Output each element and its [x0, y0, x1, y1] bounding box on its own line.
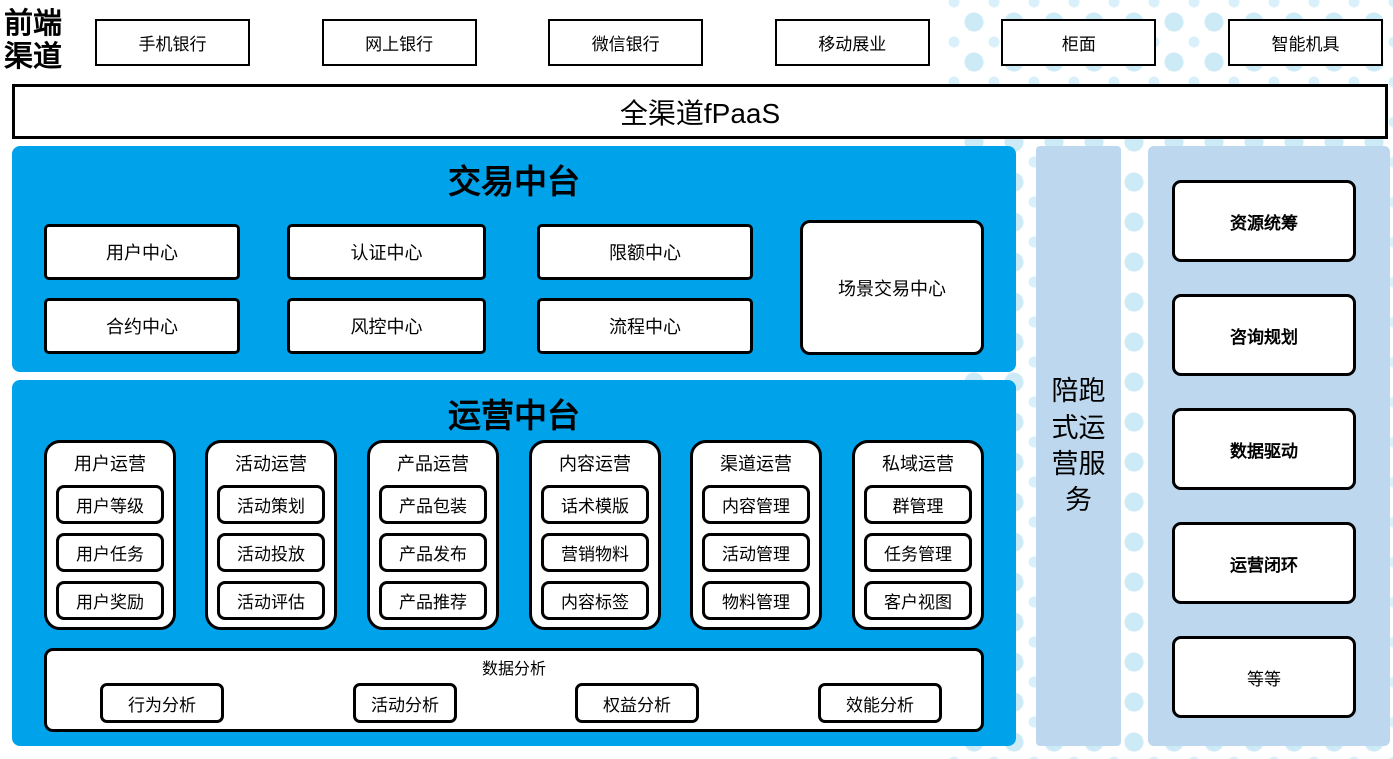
ops-column-title: 产品运营	[397, 454, 469, 474]
ops-item: 活动管理	[702, 533, 810, 572]
channel-box-mobile-banking: 手机银行	[95, 19, 250, 66]
ops-column-title: 内容运营	[559, 454, 631, 474]
ops-platform-title: 运营中台	[448, 399, 580, 435]
service-box-resource-planning: 资源统筹	[1172, 180, 1356, 262]
ops-item: 话术模版	[541, 485, 649, 524]
box-risk-center: 风控中心	[287, 298, 486, 354]
box-auth-center: 认证中心	[287, 224, 486, 280]
data-analysis-title: 数据分析	[481, 661, 546, 678]
analysis-box-rights: 权益分析	[575, 683, 699, 723]
ops-item: 客户视图	[864, 581, 972, 620]
service-bar: 陪跑式运营服务	[1036, 146, 1121, 746]
service-box-etc: 等等	[1172, 636, 1356, 718]
ops-item: 用户任务	[56, 533, 164, 572]
ops-column-private-domain: 私域运营 群管理 任务管理 客户视图	[852, 440, 984, 630]
ops-item: 产品发布	[379, 533, 487, 572]
ops-item: 活动评估	[217, 581, 325, 620]
ops-item: 用户奖励	[56, 581, 164, 620]
ops-item: 物料管理	[702, 581, 810, 620]
box-user-center: 用户中心	[44, 224, 240, 280]
ops-column-title: 用户运营	[74, 454, 146, 474]
ops-column-title: 私域运营	[882, 454, 954, 474]
trade-platform-panel: 交易中台 用户中心 认证中心 限额中心 合约中心 风控中心 流程中心 场景交易中…	[12, 146, 1016, 372]
ops-column-channel: 渠道运营 内容管理 活动管理 物料管理	[690, 440, 822, 630]
box-scenario-trade-center: 场景交易中心	[800, 220, 984, 355]
channel-box-mobile-sales: 移动展业	[774, 19, 930, 66]
ops-item: 内容标签	[541, 581, 649, 620]
box-contract-center: 合约中心	[44, 298, 240, 354]
ops-platform-panel: 运营中台 用户运营 用户等级 用户任务 用户奖励 活动运营 活动策划 活动投放 …	[12, 380, 1016, 746]
fpaas-bar: 全渠道fPaaS	[12, 84, 1388, 139]
service-box-ops-loop: 运营闭环	[1172, 522, 1356, 604]
ops-item: 用户等级	[56, 485, 164, 524]
data-analysis-container: 数据分析 行为分析 活动分析 权益分析 效能分析	[44, 648, 984, 732]
service-box-data-driven: 数据驱动	[1172, 408, 1356, 490]
ops-item: 营销物料	[541, 533, 649, 572]
ops-column-activity: 活动运营 活动策划 活动投放 活动评估	[205, 440, 337, 630]
channel-box-counter: 柜面	[1001, 19, 1157, 66]
service-box-consulting: 咨询规划	[1172, 294, 1356, 376]
ops-item: 活动策划	[217, 485, 325, 524]
ops-column-product: 产品运营 产品包装 产品发布 产品推荐	[367, 440, 499, 630]
channel-box-online-banking: 网上银行	[321, 19, 477, 66]
service-bar-label: 陪跑式运营服务	[1051, 376, 1106, 516]
ops-item: 产品推荐	[379, 581, 487, 620]
ops-column-title: 渠道运营	[720, 454, 792, 474]
analysis-box-behavior: 行为分析	[100, 683, 224, 723]
ops-column-title: 活动运营	[235, 454, 307, 474]
channel-box-wechat-banking: 微信银行	[548, 19, 704, 66]
box-process-center: 流程中心	[537, 298, 753, 354]
analysis-box-efficiency: 效能分析	[818, 683, 942, 723]
ops-column-user: 用户运营 用户等级 用户任务 用户奖励	[44, 440, 176, 630]
box-limit-center: 限额中心	[537, 224, 753, 280]
channel-box-smart-devices: 智能机具	[1227, 19, 1383, 66]
ops-column-content: 内容运营 话术模版 营销物料 内容标签	[529, 440, 661, 630]
ops-item: 任务管理	[864, 533, 972, 572]
front-channels-label: 前端渠道	[4, 8, 63, 74]
ops-item: 产品包装	[379, 485, 487, 524]
trade-platform-title: 交易中台	[448, 165, 580, 201]
analysis-box-activity: 活动分析	[353, 683, 457, 723]
ops-item: 内容管理	[702, 485, 810, 524]
service-panel: 资源统筹 咨询规划 数据驱动 运营闭环 等等	[1148, 146, 1390, 746]
ops-item: 群管理	[864, 485, 972, 524]
ops-item: 活动投放	[217, 533, 325, 572]
channel-row: 手机银行 网上银行 微信银行 移动展业 柜面 智能机具	[95, 19, 1383, 66]
